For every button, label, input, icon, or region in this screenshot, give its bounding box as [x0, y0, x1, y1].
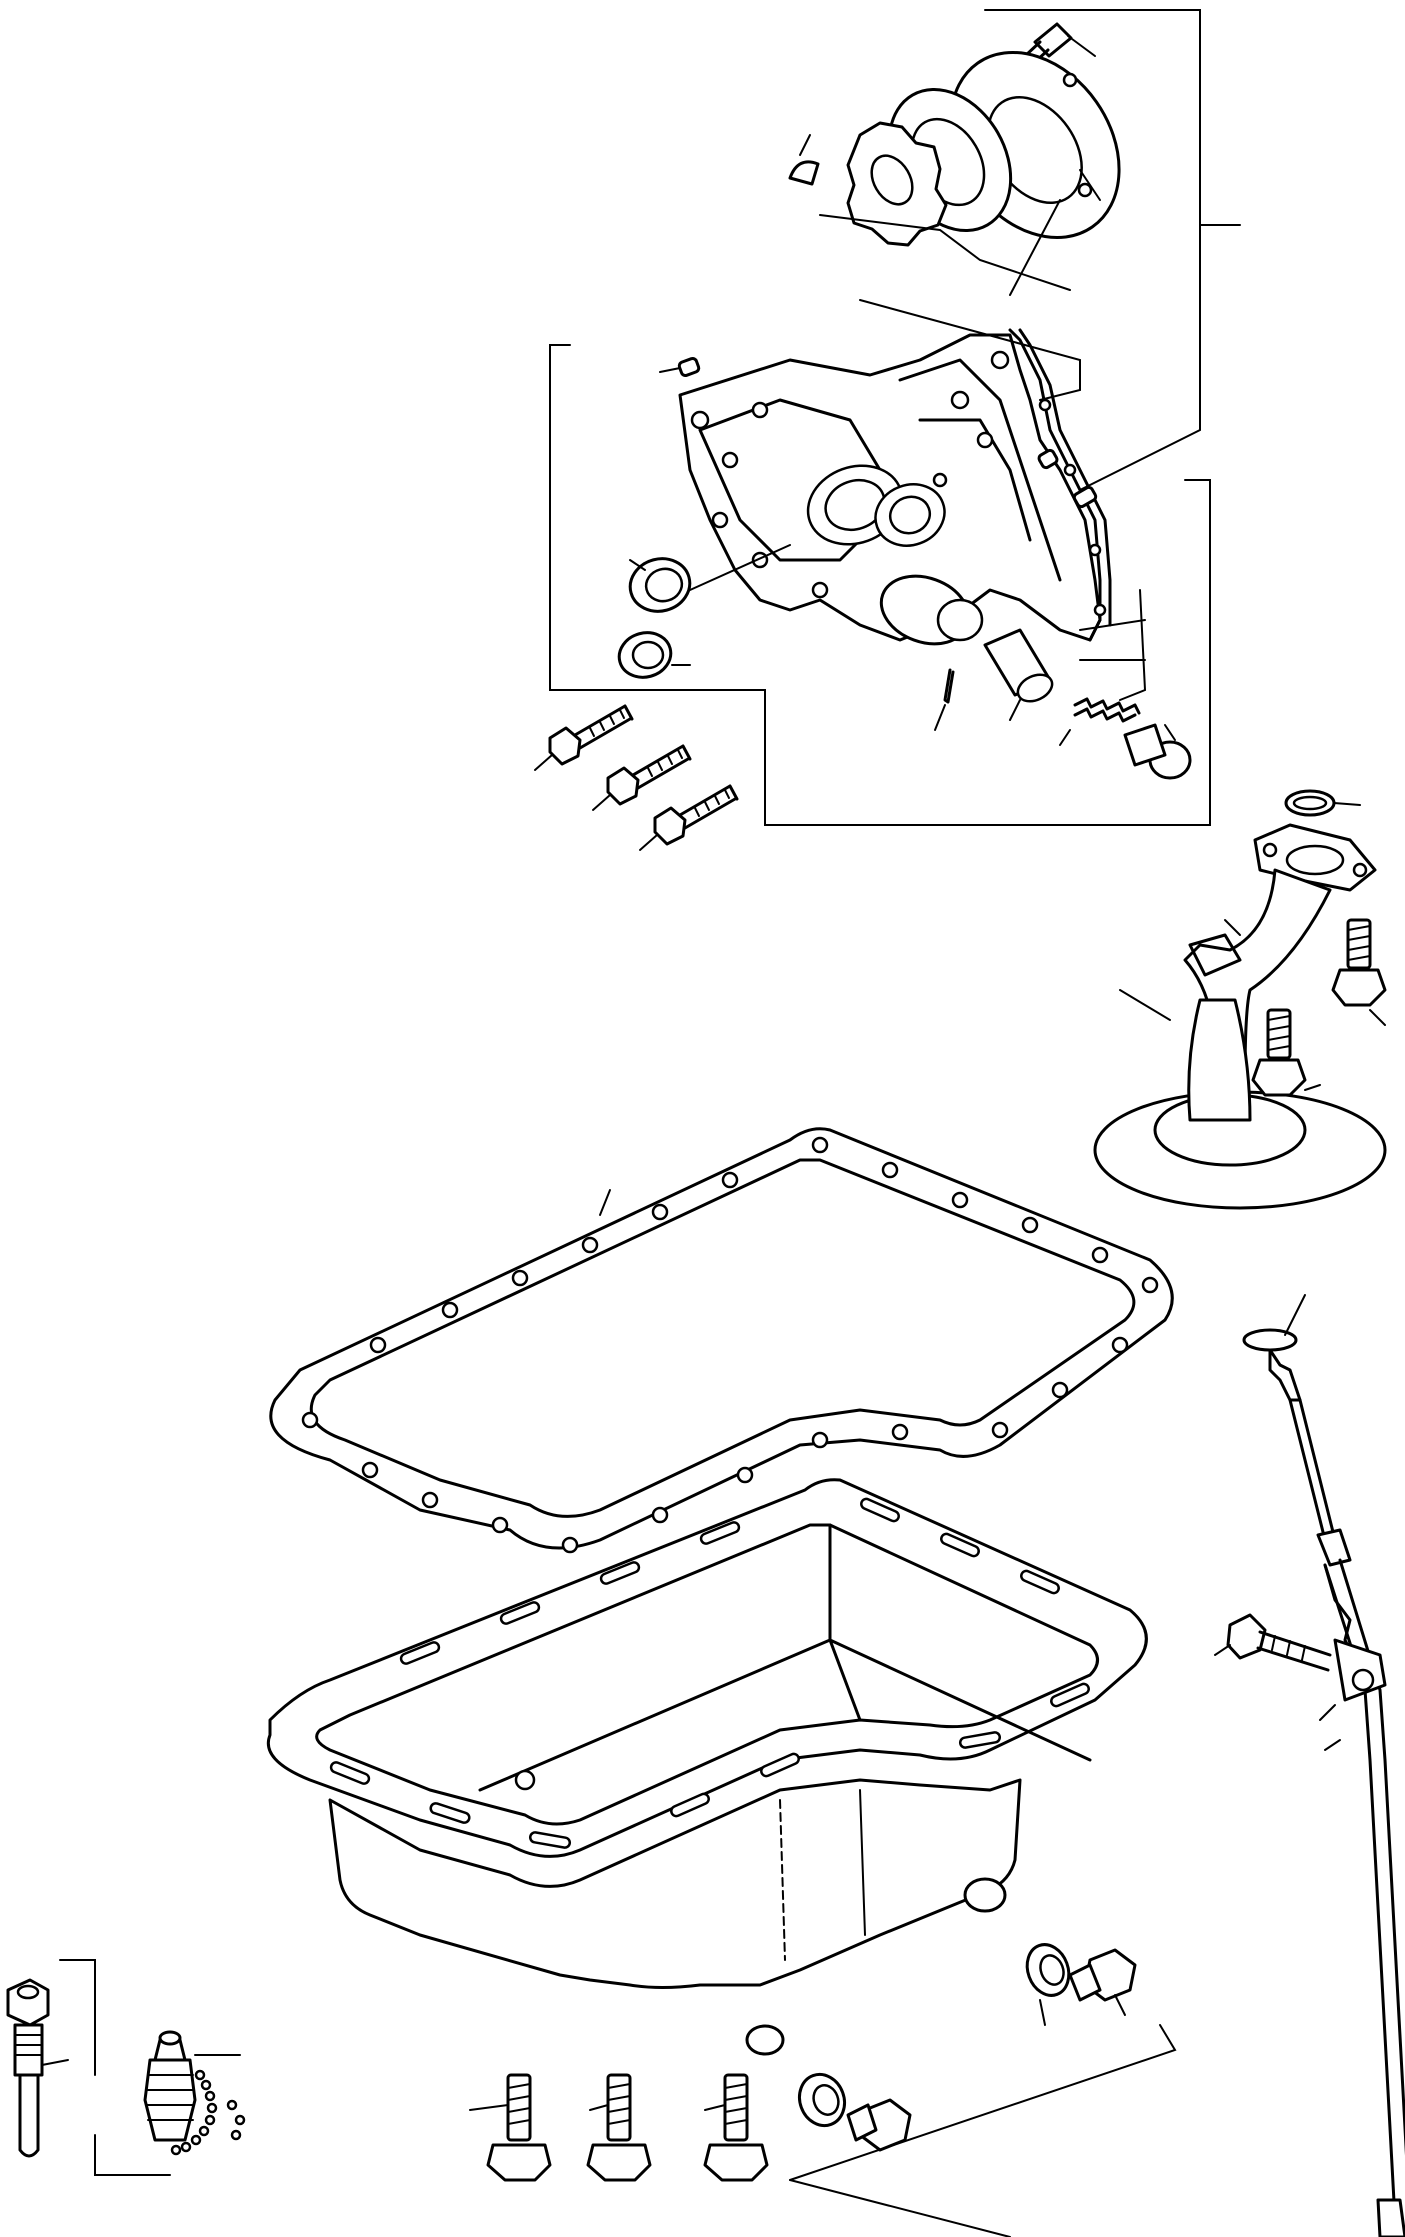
relief-valve-plug	[1123, 723, 1192, 780]
dipstick	[1242, 1294, 1337, 1542]
oil-strainer-o-ring	[1284, 789, 1361, 817]
drain-plug	[789, 1948, 1177, 2237]
dipstick-guide-tube	[1316, 1528, 1405, 2237]
mounting-bolt	[592, 744, 692, 811]
split-pin	[934, 668, 955, 731]
strainer-bolt	[1331, 918, 1387, 1026]
oil-pan-gasket	[269, 1127, 1174, 1554]
dowel-pin	[659, 356, 1098, 509]
oil-drain-valve-with-chain	[143, 2030, 246, 2156]
oil-pump-housing	[678, 333, 1102, 646]
oil-strainer-group	[1093, 789, 1387, 1210]
leader-line	[1079, 619, 1146, 631]
oil-seal-ring	[617, 631, 691, 679]
woodruff-key	[788, 134, 820, 186]
oil-pump-housing-group	[549, 299, 1211, 826]
leader-line	[859, 299, 1081, 401]
group-bracket-housing	[549, 344, 1211, 826]
leader-line	[819, 214, 1071, 291]
housing-gasket	[1008, 328, 1112, 642]
oil-pan-bolt	[703, 2073, 769, 2182]
mounting-bolt	[639, 784, 739, 851]
relief-valve-spring	[1059, 697, 1141, 746]
oil-pump-cover-group	[788, 9, 1241, 491]
leader-line	[1119, 589, 1147, 701]
chain	[170, 2069, 246, 2156]
dipstick-guide-bolt	[1214, 1613, 1387, 1702]
oil-pan-bolt	[586, 2073, 652, 2182]
oil-pan-bolt	[469, 2073, 552, 2182]
drain-plug-washer	[797, 1943, 1071, 2128]
group-bracket-cover	[984, 9, 1201, 491]
strainer-bolt	[1251, 1008, 1321, 1097]
pump-mounting-bolts	[534, 704, 739, 851]
oil-pan-bolts	[469, 2073, 769, 2182]
oil-pump-inner-rotor	[846, 121, 948, 247]
oil-strainer	[1093, 823, 1387, 1210]
oil-pan	[267, 1478, 1148, 2056]
flange-slots	[329, 1497, 1090, 1849]
relief-valve-plunger	[983, 628, 1054, 721]
strainer-bolts	[1251, 918, 1387, 1097]
oil-pressure-union	[6, 1959, 171, 2176]
leader-line	[1009, 199, 1061, 296]
mounting-bolt	[534, 704, 634, 771]
leader-line	[599, 1189, 611, 1216]
crankshaft-oil-seal	[628, 544, 791, 613]
